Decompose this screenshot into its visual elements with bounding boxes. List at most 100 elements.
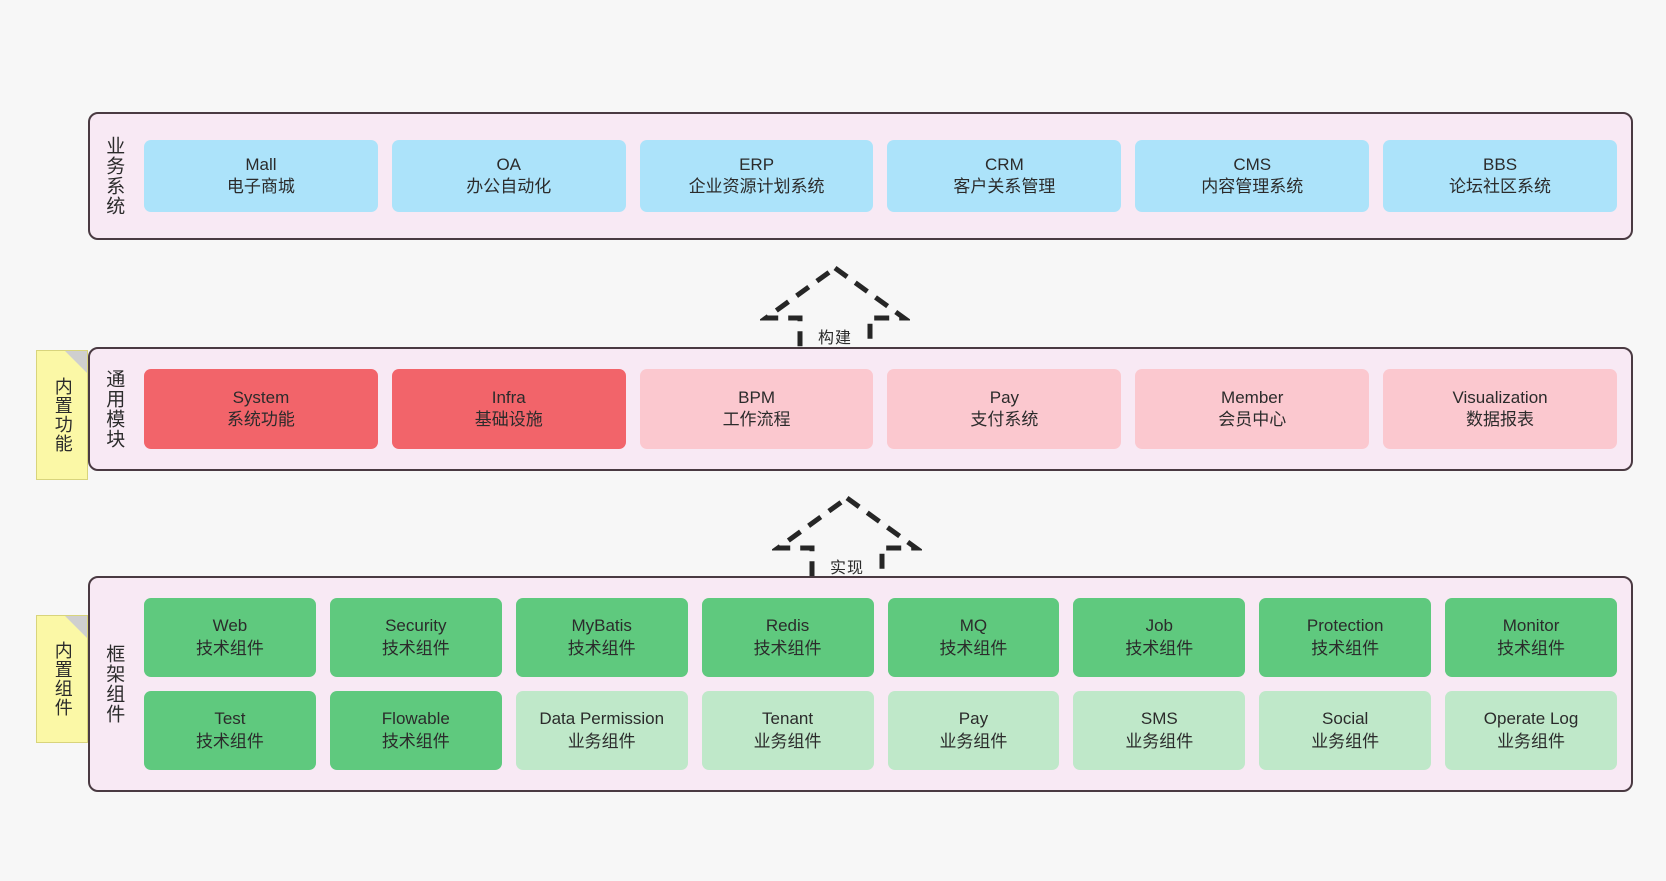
note-builtin-features: 内置功能 [36,350,88,480]
cell-subtitle: 技术组件 [195,638,264,658]
cell-subtitle: 业务组件 [753,731,822,751]
note-label: 内置功能 [52,377,73,453]
cell-subtitle: 内容管理系统 [1201,177,1304,196]
cell-title: Protection [1306,616,1384,636]
cell-subtitle: 业务组件 [1311,731,1380,751]
cell-title: MyBatis [571,616,632,636]
cell-subtitle: 技术组件 [381,638,450,658]
cell-pay-business[interactable]: Pay 业务组件 [887,691,1060,770]
cell-title: MQ [959,616,988,636]
cell-social[interactable]: Social 业务组件 [1259,691,1432,770]
cell-oa[interactable]: OA 办公自动化 [391,140,626,212]
cell-subtitle: 技术组件 [1311,638,1380,658]
cell-subtitle: 基础设施 [474,410,543,429]
cell-title: Pay [958,709,989,729]
layer-body-common-modules: System 系统功能 Infra 基础设施 BPM 工作流程 Pay 支付系统… [136,349,1631,469]
cell-subtitle: 技术组件 [753,638,822,658]
cell-subtitle: 技术组件 [1497,638,1566,658]
note-label: 内置组件 [52,641,73,717]
cell-test[interactable]: Test 技术组件 [144,691,316,770]
cell-title: Operate Log [1483,709,1579,729]
cell-subtitle: 会员中心 [1218,410,1287,429]
cell-data-permission[interactable]: Data Permission 业务组件 [515,691,688,770]
cell-cms[interactable]: CMS 内容管理系统 [1135,140,1370,212]
cell-title: Pay [989,387,1020,407]
cell-visualization[interactable]: Visualization 数据报表 [1383,369,1617,449]
layer-body-framework-components: Web 技术组件 Security 技术组件 MyBatis 技术组件 Redi… [136,578,1631,790]
cell-title: SMS [1140,709,1178,729]
cell-row: Mall 电子商城 OA 办公自动化 ERP 企业资源计划系统 CRM 客户关系… [144,140,1617,212]
layer-framework-components: 框架组件 Web 技术组件 Security 技术组件 MyBatis 技术组件… [88,576,1633,792]
cell-row: Test 技术组件 Flowable 技术组件 Data Permission … [144,691,1617,770]
cell-subtitle: 技术组件 [381,731,450,751]
arrow-label-build: 构建 [817,330,852,347]
cell-subtitle: 技术组件 [195,731,264,751]
cell-title: Job [1145,616,1174,636]
cell-subtitle: 数据报表 [1466,410,1535,429]
cell-title: Data Permission [539,709,665,729]
cell-subtitle: 系统功能 [226,410,295,429]
cell-mq[interactable]: MQ 技术组件 [887,598,1060,677]
layer-common-modules: 通用模块 System 系统功能 Infra 基础设施 BPM 工作流程 Pay… [88,347,1633,471]
cell-tenant[interactable]: Tenant 业务组件 [701,691,874,770]
cell-title: Redis [765,616,810,636]
cell-bpm[interactable]: BPM 工作流程 [639,369,874,449]
cell-subtitle: 业务组件 [567,731,636,751]
cell-protection[interactable]: Protection 技术组件 [1259,598,1432,677]
cell-operate-log[interactable]: Operate Log 业务组件 [1445,691,1617,770]
cell-sms[interactable]: SMS 业务组件 [1073,691,1246,770]
layer-body-business-systems: Mall 电子商城 OA 办公自动化 ERP 企业资源计划系统 CRM 客户关系… [136,114,1631,238]
cell-title: CRM [985,154,1024,174]
layer-title-business-systems: 业务系统 [103,136,125,216]
cell-title: Social [1322,709,1369,729]
cell-subtitle: 论坛社区系统 [1449,177,1552,196]
cell-title: Flowable [381,709,450,729]
cell-title: BBS [1483,154,1518,174]
layer-business-systems: 业务系统 Mall 电子商城 OA 办公自动化 ERP 企业资源计划系统 CRM… [88,112,1633,240]
note-builtin-components: 内置组件 [36,615,88,743]
cell-title: Test [214,709,246,729]
arrow-realize: 实现 [772,492,922,584]
cell-title: Mall [245,154,277,174]
cell-subtitle: 工作流程 [722,410,791,429]
cell-title: OA [496,154,522,174]
cell-mybatis[interactable]: MyBatis 技术组件 [515,598,688,677]
cell-monitor[interactable]: Monitor 技术组件 [1445,598,1617,677]
cell-title: Monitor [1502,616,1560,636]
cell-subtitle: 企业资源计划系统 [688,177,825,196]
cell-title: Infra [491,387,526,407]
cell-security[interactable]: Security 技术组件 [329,598,502,677]
cell-title: Web [212,616,248,636]
cell-subtitle: 电子商城 [226,177,295,196]
cell-title: BPM [738,387,775,407]
cell-redis[interactable]: Redis 技术组件 [701,598,874,677]
cell-subtitle: 业务组件 [1125,731,1194,751]
cell-pay[interactable]: Pay 支付系统 [887,369,1122,449]
cell-title: Member [1221,387,1284,407]
cell-subtitle: 业务组件 [939,731,1008,751]
cell-title: System [232,387,290,407]
arrow-build: 构建 [760,262,910,354]
cell-infra[interactable]: Infra 基础设施 [391,369,626,449]
cell-row: System 系统功能 Infra 基础设施 BPM 工作流程 Pay 支付系统… [144,369,1617,449]
cell-system[interactable]: System 系统功能 [144,369,378,449]
cell-title: CMS [1233,154,1272,174]
cell-member[interactable]: Member 会员中心 [1135,369,1370,449]
layer-title-framework-components: 框架组件 [103,644,125,724]
cell-erp[interactable]: ERP 企业资源计划系统 [639,140,874,212]
cell-job[interactable]: Job 技术组件 [1073,598,1246,677]
cell-subtitle: 支付系统 [970,410,1039,429]
cell-subtitle: 客户关系管理 [953,177,1056,196]
arrow-label-realize: 实现 [829,560,864,577]
cell-title: ERP [739,154,775,174]
cell-web[interactable]: Web 技术组件 [144,598,316,677]
cell-mall[interactable]: Mall 电子商城 [144,140,378,212]
cell-flowable[interactable]: Flowable 技术组件 [329,691,502,770]
layer-title-common-modules: 通用模块 [103,369,125,449]
cell-bbs[interactable]: BBS 论坛社区系统 [1383,140,1617,212]
cell-row: Web 技术组件 Security 技术组件 MyBatis 技术组件 Redi… [144,598,1617,677]
cell-subtitle: 办公自动化 [466,177,552,196]
cell-subtitle: 技术组件 [1125,638,1194,658]
cell-crm[interactable]: CRM 客户关系管理 [887,140,1122,212]
